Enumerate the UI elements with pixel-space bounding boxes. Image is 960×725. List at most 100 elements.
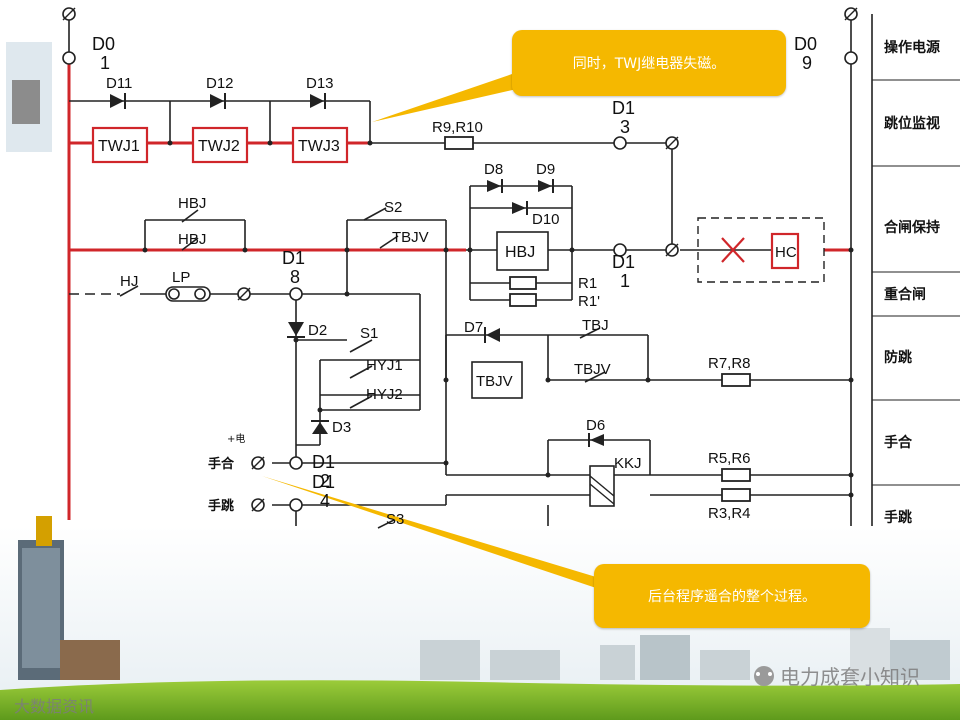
label-d10: D10 (532, 211, 560, 228)
tbjv-contact (379, 235, 399, 249)
corner-logo-text: 大数据资讯 (14, 697, 94, 716)
tbjv-lower-contact (584, 371, 606, 383)
diode-d13 (310, 94, 324, 108)
resistor-r1 (509, 276, 537, 290)
diode-d8 (487, 180, 501, 192)
twj1-box (91, 126, 149, 164)
label-twj2: TWJ2 (198, 138, 240, 155)
watermark-group: 电力成套小知识 大数据资讯 (14, 665, 920, 716)
terminal-d1-4 (289, 498, 303, 512)
hbj-lower-contact (181, 237, 199, 251)
watermark-text: 电力成套小知识 (780, 665, 920, 689)
section-title: 手跳 (884, 509, 912, 526)
label-hbj-box: HBJ (505, 244, 535, 261)
label-d8: D8 (484, 161, 503, 178)
label-r1p: R1' (578, 293, 600, 310)
top-left-photo (6, 42, 52, 152)
callout-top: 同时，TWJ继电器失磁。 (512, 30, 786, 96)
label-r9r10: R9,R10 (432, 119, 483, 136)
label-tbjv-contact: TBJV (392, 229, 429, 246)
twj3-box (291, 126, 349, 164)
label-d6: D6 (586, 417, 605, 434)
diode-d2 (288, 322, 304, 336)
twj2-box (191, 126, 249, 164)
label-twj1: TWJ1 (98, 138, 140, 155)
s1-contact (349, 339, 373, 353)
hc-coil-box (770, 232, 800, 270)
diode-d12 (210, 94, 224, 108)
label-d11: D11 (106, 75, 132, 92)
label-lp: LP (172, 269, 190, 286)
grass (0, 680, 960, 720)
relay-boxes (91, 126, 825, 507)
label-s1: S1 (360, 325, 378, 342)
s2-contact (363, 207, 387, 221)
diode-bars (124, 93, 590, 447)
diode-d6 (590, 434, 604, 446)
terminal-d1-8 (289, 287, 303, 301)
label-d12: D12 (206, 75, 234, 92)
terminal-slashes (62, 7, 858, 512)
resistor-r7r8 (721, 373, 751, 387)
terminal-d1-2 (289, 456, 303, 470)
wiring (68, 14, 873, 526)
section-title: 合闸保持 (884, 219, 940, 236)
label-shouhe: 手合 (208, 456, 235, 472)
terminal-d0-1 (62, 51, 76, 65)
label-hbj-lower: HBJ (178, 231, 206, 248)
section-title: 跳位监视 (884, 115, 940, 132)
hj-contact (119, 285, 139, 297)
callout-top-pointer (372, 72, 530, 122)
wechat-icon (754, 666, 774, 686)
label-r1: R1 (578, 275, 597, 292)
section-title: 操作电源 (884, 39, 940, 56)
diode-d7 (486, 328, 500, 342)
label-tbj: TBJ (582, 317, 609, 334)
label-tbjv-lower: TBJV (574, 361, 611, 378)
label-hyj1: HYJ1 (366, 357, 403, 374)
hyj1-contact (349, 365, 373, 379)
label-tbjv-box: TBJV (476, 373, 513, 390)
label-r3r4: R3,R4 (708, 505, 751, 522)
label-twj3: TWJ3 (298, 138, 340, 155)
section-title: 手合 (884, 434, 913, 451)
label-kkj: KKJ (614, 455, 642, 472)
resistor-r9r10 (444, 136, 474, 150)
terminal-d1-1 (613, 243, 627, 257)
left-building (18, 516, 120, 680)
callout-bottom-pointer (262, 476, 620, 596)
label-s2: S2 (384, 199, 402, 216)
label-hyj2: HYJ2 (366, 386, 403, 403)
label-d13: D13 (306, 75, 334, 92)
junction-dots (142, 140, 854, 498)
resistor-r1p (509, 293, 537, 307)
section-title: 重合闸 (884, 286, 926, 303)
label-hj: HJ (120, 273, 138, 290)
resistors (444, 136, 751, 502)
label-d9: D9 (536, 161, 555, 178)
breaker-dashed-box (697, 217, 825, 283)
hbj-upper-contact (181, 209, 199, 223)
diode-d9 (538, 180, 552, 192)
hbj-relay-box (496, 231, 549, 271)
label-d2: D2 (308, 322, 327, 339)
section-dividers (872, 79, 960, 486)
hyj2-contact (349, 395, 373, 409)
resistor-r3r4 (721, 488, 751, 502)
diode-d10 (512, 202, 526, 214)
label-hc: HC (775, 244, 797, 261)
label-s3: S3 (386, 511, 404, 528)
resistor-r5r6 (721, 468, 751, 482)
lp-plate (165, 286, 211, 302)
terminal-d1-3 (613, 136, 627, 150)
label-r7r8: R7,R8 (708, 355, 751, 372)
